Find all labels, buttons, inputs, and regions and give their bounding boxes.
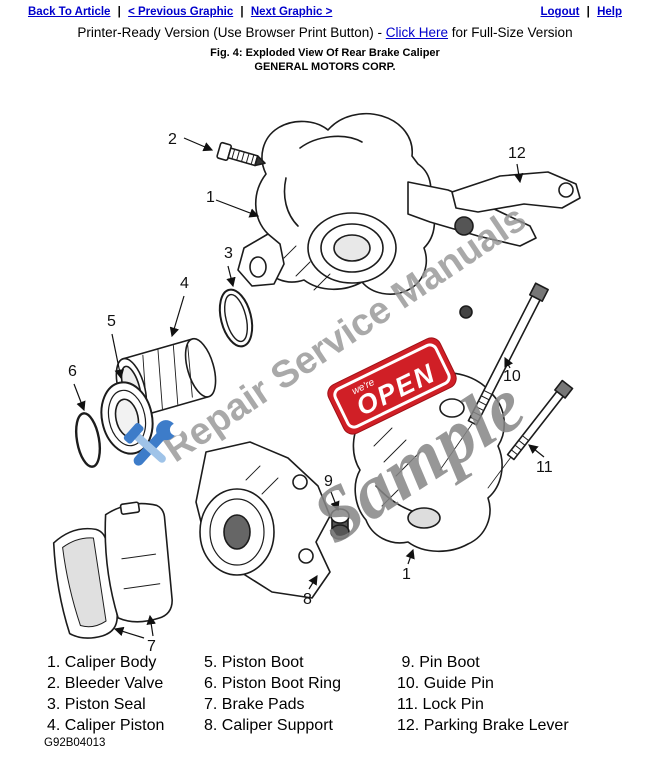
full-size-text: for Full-Size Version <box>448 25 573 40</box>
tools-icon <box>123 420 182 466</box>
figure-caption: Fig. 4: Exploded View Of Rear Brake Cali… <box>210 47 440 59</box>
callout-8: 8 <box>303 591 312 608</box>
legend-item: 6. Piston Boot Ring <box>204 675 341 692</box>
brake-caliper-diagram: 2 1 12 3 4 5 6 9 8 1 7 10 11 Repair Serv… <box>52 112 581 655</box>
callout-10: 10 <box>503 368 521 385</box>
printer-ready-title: Printer-Ready Version (Use Browser Print… <box>0 25 650 40</box>
figure-id: G92B04013 <box>44 737 106 749</box>
legend-column-1: 1. Caliper Body 2. Bleeder Valve 3. Pist… <box>47 652 164 736</box>
parking-brake-lever-part <box>451 171 581 236</box>
nav-separator: | <box>586 6 590 18</box>
callout-1-top: 1 <box>206 189 215 206</box>
legend-item: 3. Piston Seal <box>47 696 146 713</box>
next-graphic-link[interactable]: Next Graphic > <box>250 6 333 18</box>
leader-lines <box>73 137 545 639</box>
callout-7: 7 <box>147 638 156 652</box>
exploded-view-diagram: 2 1 12 3 4 5 6 9 8 1 7 10 11 Repair Serv… <box>0 86 650 655</box>
piston-boot-ring-part <box>74 412 102 468</box>
back-to-article-link[interactable]: Back To Article <box>28 6 111 18</box>
open-sign: we're OPEN <box>327 337 457 435</box>
lock-pin-part <box>506 379 574 461</box>
logout-link[interactable]: Logout <box>540 6 580 18</box>
callout-4: 4 <box>180 275 189 292</box>
callout-2: 2 <box>168 131 177 148</box>
legend-item: 2. Bleeder Valve <box>47 675 164 692</box>
legend-item: 1. Caliper Body <box>47 654 157 671</box>
nav-left: Back To Article | < Previous Graphic | N… <box>28 6 332 18</box>
legend-column-3: 9. Pin Boot 10. Guide Pin 11. Lock Pin 1… <box>397 652 569 736</box>
legend-column-2: 5. Piston Boot 6. Piston Boot Ring 7. Br… <box>204 652 341 736</box>
legend-item: 5. Piston Boot <box>204 654 304 671</box>
previous-graphic-link[interactable]: < Previous Graphic <box>128 6 234 18</box>
legend-item: 7. Brake Pads <box>204 696 305 713</box>
nav-separator: | <box>117 6 121 18</box>
top-navigation: Back To Article | < Previous Graphic | N… <box>28 6 622 18</box>
caliper-body-mounted-part <box>352 305 505 553</box>
full-size-version-link[interactable]: Click Here <box>385 25 449 40</box>
company-name: GENERAL MOTORS CORP. <box>254 61 396 73</box>
legend-item: 11. Lock Pin <box>397 696 484 713</box>
caliper-body-part <box>237 112 537 295</box>
bleeder-valve-part <box>216 141 266 167</box>
caliper-support-part <box>195 441 331 599</box>
callout-3: 3 <box>224 245 233 262</box>
brake-pads-part <box>52 501 173 639</box>
callout-6: 6 <box>68 363 77 380</box>
legend-item: 12. Parking Brake Lever <box>397 717 569 734</box>
callout-5: 5 <box>107 313 116 330</box>
legend-item: 4. Caliper Piston <box>47 717 165 734</box>
help-link[interactable]: Help <box>597 6 622 18</box>
legend-item: 9. Pin Boot <box>397 654 480 671</box>
nav-right: Logout | Help <box>541 6 623 18</box>
legend-item: 8. Caliper Support <box>204 717 333 734</box>
callout-12: 12 <box>508 145 526 162</box>
callout-1-bottom: 1 <box>402 566 411 583</box>
printer-ready-text: Printer-Ready Version (Use Browser Print… <box>77 25 386 40</box>
callout-11: 11 <box>536 459 553 476</box>
callout-numbers: 2 1 12 3 4 5 6 9 8 1 7 10 11 <box>68 131 553 655</box>
nav-separator: | <box>240 6 244 18</box>
callout-9: 9 <box>324 473 333 490</box>
piston-seal-part <box>218 288 254 348</box>
legend-item: 10. Guide Pin <box>397 675 494 692</box>
pin-boot-part <box>330 508 350 540</box>
